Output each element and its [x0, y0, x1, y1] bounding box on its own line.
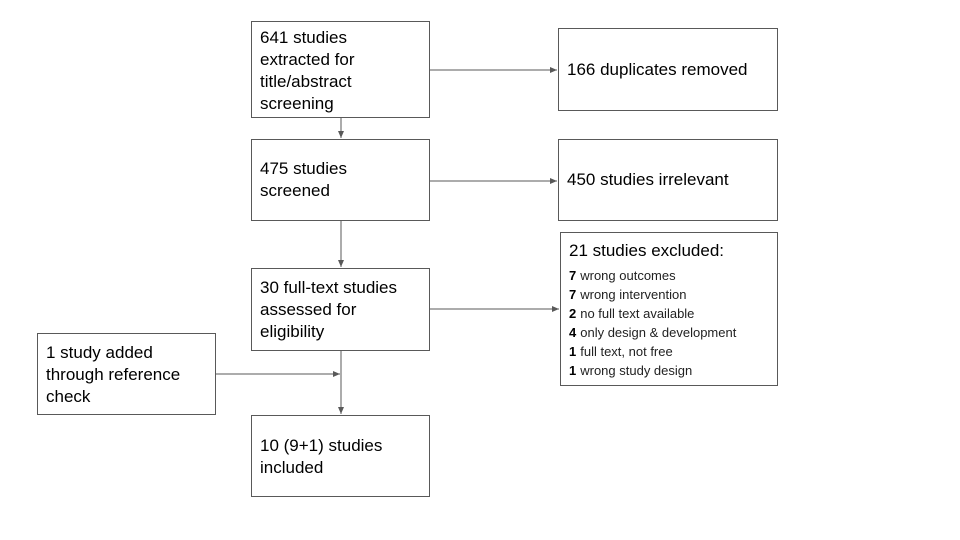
box-full-text-assessed: 30 full-text studies assessed for eligib…	[251, 268, 430, 351]
duplicates-removed-text: 166 duplicates removed	[567, 59, 748, 79]
reason-label: no full text available	[580, 306, 695, 321]
studies-screened-text: 475 studies screened	[260, 159, 347, 200]
reason-label: only design & development	[580, 325, 737, 340]
excluded-title: 21 studies excluded:	[569, 241, 724, 260]
box-studies-irrelevant: 450 studies irrelevant	[558, 139, 778, 221]
reason-label: wrong intervention	[580, 287, 687, 302]
box-studies-included: 10 (9+1) studies included	[251, 415, 430, 497]
studies-extracted-text: 641 studies extracted for title/abstract…	[260, 28, 355, 113]
reason-count: 2	[569, 306, 577, 321]
box-reference-check: 1 study added through reference check	[37, 333, 216, 415]
reason-count: 4	[569, 325, 577, 340]
studies-included-text: 10 (9+1) studies included	[260, 436, 383, 477]
reason-count: 7	[569, 268, 577, 283]
studies-irrelevant-text: 450 studies irrelevant	[567, 170, 729, 189]
reason-count: 7	[569, 287, 577, 302]
box-studies-screened: 475 studies screened	[251, 139, 430, 221]
reason-count: 1	[569, 363, 577, 378]
reference-check-text: 1 study added through reference check	[46, 343, 181, 406]
box-studies-extracted: 641 studies extracted for title/abstract…	[251, 21, 430, 118]
box-duplicates-removed: 166 duplicates removed	[558, 28, 778, 111]
full-text-assessed-text: 30 full-text studies assessed for eligib…	[260, 278, 398, 341]
reason-label: wrong outcomes	[580, 268, 676, 283]
reason-count: 1	[569, 344, 577, 359]
reason-label: wrong study design	[580, 363, 693, 378]
reason-label: full text, not free	[580, 344, 673, 359]
